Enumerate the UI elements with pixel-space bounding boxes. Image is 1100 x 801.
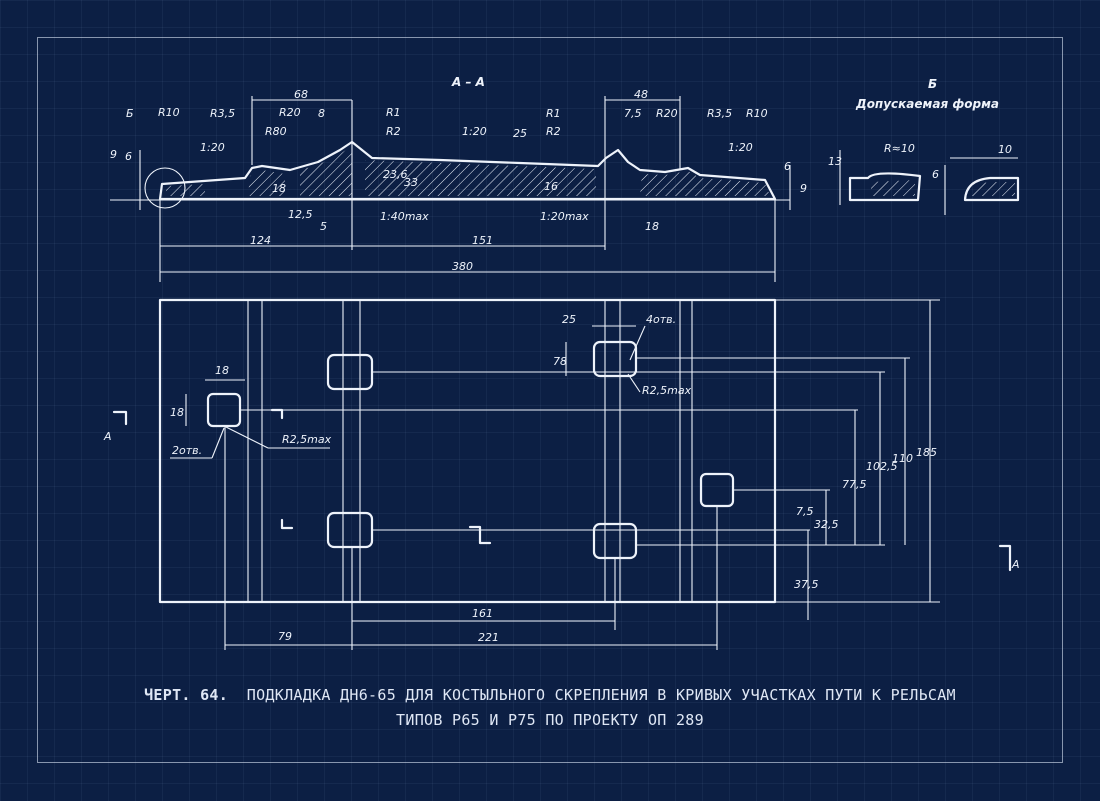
drawing-frame [37, 37, 1063, 763]
plate-outline [158, 298, 777, 604]
label-plan-d37-5: 37,5 [794, 578, 819, 591]
label-d6-right: 6 [784, 160, 791, 173]
label-d23-6: 23,6 [383, 168, 408, 181]
detail-caption: Допускаемая форма [855, 97, 999, 111]
corner-mark-3 [468, 525, 492, 545]
label-d380: 380 [452, 260, 473, 273]
label-d48: 48 [634, 88, 648, 101]
label-r2-left: R2 [386, 125, 401, 138]
label-d13: 13 [828, 155, 842, 168]
section-hatch-center [300, 146, 596, 196]
spike-hole-2 [326, 511, 374, 549]
plan-view: 18 18 2отв. R2,5max 25 4отв. 78 R2,5max … [103, 298, 1020, 650]
label-d124: 124 [250, 234, 271, 247]
detail-b-view: Б Допускаемая форма 13 R≈10 10 6 [828, 77, 1020, 215]
label-d33: 33 [404, 176, 418, 189]
label-plan-d32-5: 32,5 [814, 518, 839, 531]
bolt-hole-1 [206, 392, 242, 428]
label-d8: 8 [318, 107, 325, 120]
label-cut-left: А [103, 430, 112, 443]
detail-profile-right [963, 176, 1020, 202]
label-d9: 9 [110, 148, 117, 161]
label-cut-right: А [1011, 558, 1020, 571]
section-hatch-right [640, 171, 770, 196]
label-plan-d7-5: 7,5 [796, 505, 814, 518]
detail-profile-left [848, 172, 922, 202]
label-r10-left: R10 [158, 106, 180, 119]
label-two-holes: 2отв. [172, 444, 202, 457]
label-plan-d102-5: 102,5 [866, 460, 898, 473]
label-slope-1-20-c: 1:20 [728, 141, 753, 154]
label-d9-right: 9 [800, 182, 807, 195]
bolt-hole-2 [699, 472, 735, 508]
section-view: А – А Б R10 R3,5 R20 8 R1 R80 R2 1:20 1:… [110, 75, 807, 282]
label-plan-d18-side: 18 [170, 406, 184, 419]
label-r2-right: R2 [546, 125, 561, 138]
label-d18-right: 18 [645, 220, 659, 233]
section-hatch-left [165, 170, 285, 196]
label-d68: 68 [294, 88, 308, 101]
label-plan-d161: 161 [472, 607, 493, 620]
detail-hatch-right [970, 182, 1015, 196]
label-r3-5-left: R3,5 [210, 107, 235, 120]
leader-r2-5-left [223, 425, 269, 449]
label-slope-1-20-b: 1:20 [462, 125, 487, 138]
label-plan-d77-5: 77,5 [842, 478, 867, 491]
caption-number: ЧЕРТ. 64. [144, 686, 229, 704]
label-d18-left: 18 [272, 182, 286, 195]
drawing-caption: ЧЕРТ. 64. ПОДКЛАДКА ДН6-65 ДЛЯ КОСТЫЛЬНО… [70, 683, 1030, 733]
label-r3-5-right: R3,5 [707, 107, 732, 120]
caption-line-1: ЧЕРТ. 64. ПОДКЛАДКА ДН6-65 ДЛЯ КОСТЫЛЬНО… [70, 683, 1030, 708]
label-r10-right: R10 [746, 107, 768, 120]
label-b-mark: Б [126, 107, 134, 120]
detail-title: Б [928, 77, 937, 91]
label-r20-right: R20 [656, 107, 678, 120]
label-r80: R80 [265, 125, 287, 138]
caption-text-2: ТИПОВ Р65 И Р75 ПО ПРОЕКТУ ОП 289 [396, 711, 704, 729]
label-slope-1-20-a: 1:20 [200, 141, 225, 154]
label-plan-d185: 185 [916, 446, 937, 459]
label-plan-d79: 79 [278, 630, 292, 643]
spike-hole-4 [592, 522, 638, 560]
section-title: А – А [451, 75, 485, 89]
detail-b-circle [144, 167, 186, 209]
label-d5: 5 [320, 220, 327, 233]
label-plan-r2-5max-right: R2,5max [642, 384, 692, 397]
label-d10: 10 [998, 143, 1012, 156]
detail-hatch-left [870, 180, 915, 196]
cut-marker-left [112, 410, 128, 426]
label-slope-1-40: 1:40max [380, 210, 429, 223]
label-plan-d25: 25 [562, 313, 576, 326]
leader-r2-5-right [627, 373, 641, 393]
label-four-holes: 4отв. [646, 313, 676, 326]
section-profile [158, 140, 777, 201]
label-d7-5: 7,5 [624, 107, 642, 120]
corner-mark-2 [280, 518, 294, 530]
corner-mark-1 [270, 408, 284, 420]
leader-4-holes [629, 325, 646, 361]
label-plan-r2-5max-left: R2,5max [282, 433, 332, 446]
leader-2-holes [211, 427, 225, 459]
cut-marker-right [998, 544, 1012, 572]
spike-hole-1 [326, 353, 374, 391]
caption-text-1: ПОДКЛАДКА ДН6-65 ДЛЯ КОСТЫЛЬНОГО СКРЕПЛЕ… [246, 686, 956, 704]
label-d25: 25 [513, 127, 527, 140]
label-r1-right: R1 [546, 107, 561, 120]
label-r20-left: R20 [279, 106, 301, 119]
label-d151: 151 [472, 234, 493, 247]
label-r-approx-10: R≈10 [884, 142, 915, 155]
label-plan-d221: 221 [478, 631, 499, 644]
label-d6-detail: 6 [932, 168, 939, 181]
label-d16: 16 [544, 180, 558, 193]
spike-hole-3 [592, 340, 638, 378]
label-plan-d18-top: 18 [215, 364, 229, 377]
label-d6-left: 6 [125, 150, 132, 163]
label-r1-left: R1 [386, 106, 401, 119]
label-plan-d110: 110 [892, 452, 913, 465]
label-d12-5: 12,5 [288, 208, 313, 221]
label-plan-d78: 78 [553, 355, 567, 368]
label-slope-1-20max: 1:20max [540, 210, 589, 223]
